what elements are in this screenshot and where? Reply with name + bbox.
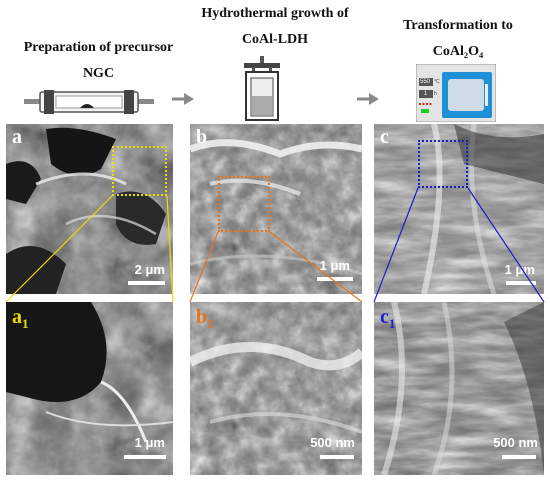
panel-label-a1: a1 [12, 306, 29, 331]
panel-label-c1: c1 [380, 306, 396, 331]
scale-bar-a [128, 281, 165, 285]
arrow-right-icon [172, 93, 194, 105]
zoom-box-c [418, 140, 468, 188]
panel-label-a: a [12, 126, 22, 148]
muffle-oven-icon: 550 °C 1 h [416, 64, 496, 122]
scale-label-a1: 1 μm [134, 435, 165, 450]
oven-temp-unit: °C [434, 79, 440, 85]
autoclave-icon [244, 56, 280, 121]
zoom-box-a [112, 146, 167, 196]
scale-bar-b1 [320, 455, 354, 459]
arrow-right-icon [357, 93, 379, 105]
scale-label-b1: 500 nm [310, 435, 355, 450]
panel-label-b: b [196, 126, 208, 148]
scale-label-b: 1 μm [319, 258, 350, 273]
scale-label-a: 2 μm [134, 262, 165, 277]
scale-label-c: 1 μm [504, 262, 535, 277]
scale-bar-c [506, 281, 536, 285]
sem-panel-c1 [374, 302, 544, 475]
scale-bar-b [317, 277, 353, 281]
oven-temp-readout: 550 [420, 79, 431, 85]
panel-label-b1: b1 [196, 306, 214, 331]
oven-time-readout: 1 [424, 91, 428, 97]
step3-title: Transformation to [403, 18, 513, 33]
oven-time-unit: h [434, 91, 437, 97]
step1-material: NGC [82, 66, 115, 81]
scale-label-c1: 500 nm [493, 435, 538, 450]
zoom-box-b [218, 176, 270, 232]
scale-bar-c1 [502, 455, 536, 459]
tube-furnace-icon [24, 90, 154, 114]
step3-material: CoAl₂O₄ [432, 44, 484, 59]
sem-panel-a1 [6, 302, 173, 475]
step2-title: Hydrothermal growth of [201, 6, 349, 21]
step2-material: CoAl-LDH [241, 32, 309, 47]
scale-bar-a1 [124, 455, 166, 459]
panel-label-c: c [380, 126, 389, 148]
step1-title: Preparation of precursor [23, 40, 174, 55]
sem-panel-b1 [190, 302, 362, 475]
